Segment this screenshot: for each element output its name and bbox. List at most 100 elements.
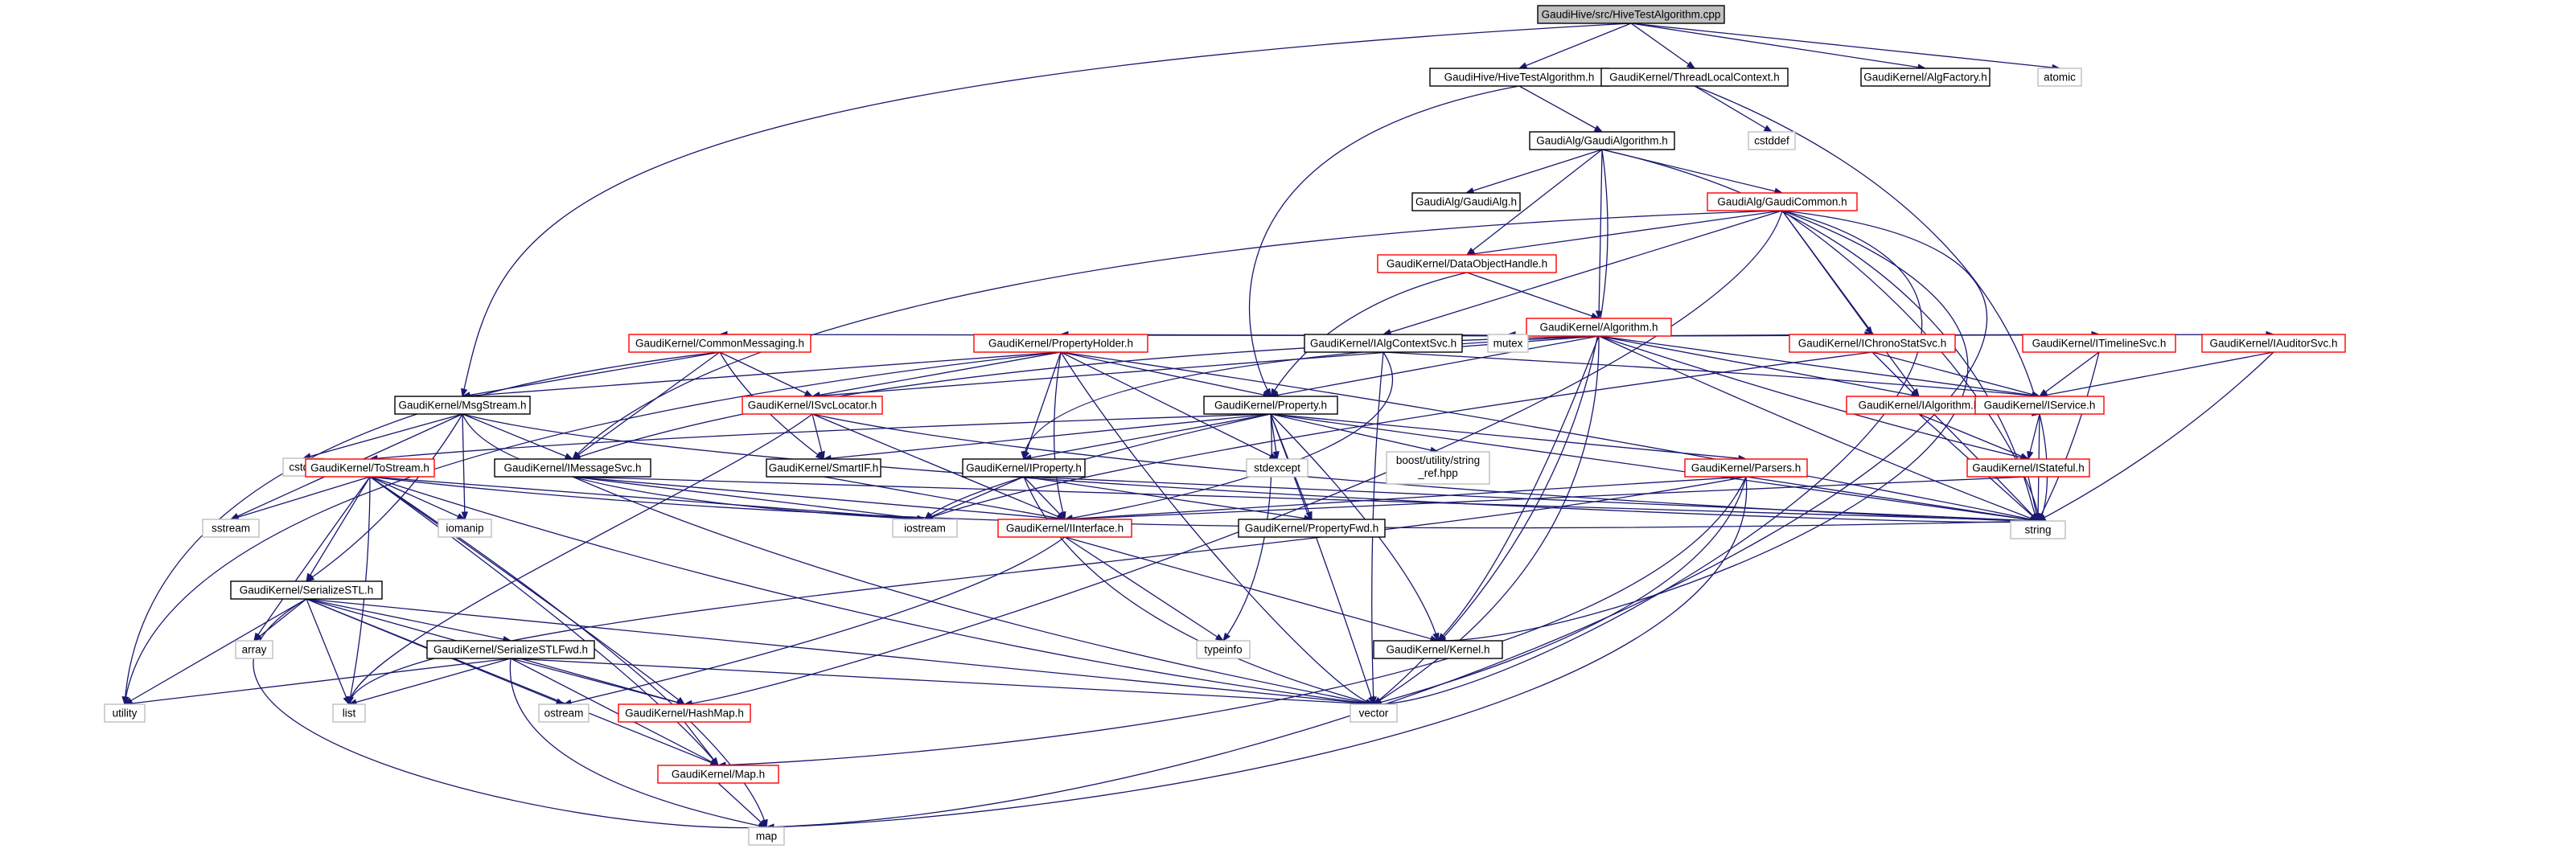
- node-label: GaudiKernel/ISvcLocator.h: [748, 400, 877, 412]
- node-label: GaudiKernel/IAlgorithm.h: [1859, 400, 1980, 412]
- node-iinterface[interactable]: GaudiKernel/IInterface.h: [997, 519, 1132, 538]
- include-edge-property-stdexcept: [1270, 413, 1280, 461]
- include-edge-hashmap-gkmap: [684, 721, 719, 767]
- include-edge-iauditor-iservice: [2038, 351, 2274, 399]
- node-gaudicommon[interactable]: GaudiAlg/GaudiCommon.h: [1707, 192, 1858, 211]
- node-iostream: iostream: [892, 519, 958, 538]
- node-box: [1203, 396, 1338, 415]
- include-edge-iproperty-iinterface: [1023, 476, 1066, 520]
- node-atomic: atomic: [2037, 68, 2082, 87]
- include-edge-serstlfwd-map: [509, 658, 768, 830]
- node-ialgorithm[interactable]: GaudiKernel/IAlgorithm.h: [1846, 396, 1992, 415]
- node-box: [657, 765, 779, 784]
- node-box: [438, 519, 492, 538]
- node-tostream[interactable]: GaudiKernel/ToStream.h: [305, 458, 435, 478]
- include-edge-property-typeinfo: [1222, 413, 1272, 642]
- node-itimeline[interactable]: GaudiKernel/ITimelineSvc.h: [2022, 334, 2176, 353]
- node-box: [1487, 334, 1529, 353]
- include-edge-parsers-gkmap: [717, 476, 1747, 769]
- node-ialgctx[interactable]: GaudiKernel/IAlgContextSvc.h: [1304, 334, 1463, 353]
- node-box: [202, 519, 260, 538]
- include-edge-tostream-sstream: [229, 476, 371, 521]
- node-label: iomanip: [446, 523, 483, 535]
- node-box: [1974, 396, 2105, 415]
- node-box: [332, 703, 366, 723]
- node-iproperty[interactable]: GaudiKernel/IProperty.h: [962, 458, 1086, 478]
- include-edge-tlc-string: [1694, 85, 2048, 522]
- node-property[interactable]: GaudiKernel/Property.h: [1203, 396, 1338, 415]
- include-edge-algorithm-kernel: [1437, 335, 1600, 642]
- node-box: [1386, 451, 1490, 485]
- node-parsers[interactable]: GaudiKernel/Parsers.h: [1684, 458, 1808, 478]
- node-label: GaudiKernel/IAlgContextSvc.h: [1310, 338, 1456, 350]
- node-label: typeinfo: [1204, 644, 1242, 656]
- node-label: GaudiKernel/ThreadLocalContext.h: [1609, 72, 1780, 84]
- node-box: [1246, 458, 1309, 478]
- include-edge-iproperty-iostream: [923, 476, 1025, 520]
- node-label: stdexcept: [1254, 462, 1300, 474]
- nodes-layer: GaudiHive/src/HiveTestAlgorithm.cppGaudi…: [104, 5, 2346, 846]
- node-commsg[interactable]: GaudiKernel/CommonMessaging.h: [628, 334, 811, 353]
- node-algorithm[interactable]: GaudiKernel/Algorithm.h: [1526, 318, 1672, 337]
- node-msgstream[interactable]: GaudiKernel/MsgStream.h: [394, 396, 531, 415]
- include-edge-tlc-cstddef: [1694, 85, 1773, 133]
- node-box: [2022, 334, 2176, 353]
- node-gaudialgo[interactable]: GaudiAlg/GaudiAlgorithm.h: [1529, 131, 1675, 150]
- node-box: [1350, 703, 1398, 723]
- node-label: list: [343, 707, 356, 720]
- node-imsgsvc[interactable]: GaudiKernel/IMessageSvc.h: [494, 458, 651, 478]
- node-box: [962, 458, 1086, 478]
- node-string: string: [2010, 520, 2066, 539]
- node-label: GaudiKernel/Algorithm.h: [1539, 322, 1658, 334]
- node-propfwd[interactable]: GaudiKernel/PropertyFwd.h: [1238, 519, 1386, 538]
- node-ichrono[interactable]: GaudiKernel/IChronoStatSvc.h: [1789, 334, 1956, 353]
- node-sstream: sstream: [202, 519, 260, 538]
- node-algfac[interactable]: GaudiKernel/AlgFactory.h: [1860, 68, 1991, 87]
- node-kernel[interactable]: GaudiKernel/Kernel.h: [1373, 640, 1503, 659]
- node-propholder[interactable]: GaudiKernel/PropertyHolder.h: [973, 334, 1148, 353]
- node-label: GaudiKernel/MsgStream.h: [398, 400, 526, 412]
- include-edge-serstl-list: [306, 598, 350, 706]
- node-label: GaudiKernel/IStateful.h: [1972, 462, 2085, 474]
- node-box: [997, 519, 1132, 538]
- include-edge-serstl-utility: [123, 598, 307, 705]
- node-label: ostream: [544, 707, 584, 720]
- node-serstlfwd[interactable]: GaudiKernel/SerializeSTLFwd.h: [426, 640, 595, 659]
- node-serstl[interactable]: GaudiKernel/SerializeSTL.h: [230, 580, 383, 600]
- node-box: [1684, 458, 1808, 478]
- node-label: atomic: [2044, 72, 2076, 84]
- include-edge-msgstream-cstdio: [302, 413, 463, 460]
- node-iservice[interactable]: GaudiKernel/IService.h: [1974, 396, 2105, 415]
- node-root[interactable]: GaudiHive/src/HiveTestAlgorithm.cpp: [1537, 5, 1725, 24]
- node-dataobj[interactable]: GaudiKernel/DataObjectHandle.h: [1377, 254, 1557, 273]
- node-tlc[interactable]: GaudiKernel/ThreadLocalContext.h: [1600, 68, 1789, 87]
- include-edge-msgstream-serstl: [305, 413, 463, 582]
- node-box: [892, 519, 958, 538]
- node-box: [1600, 68, 1789, 87]
- node-hashmap[interactable]: GaudiKernel/HashMap.h: [618, 703, 751, 723]
- include-edge-gaudicommon-hashmap: [683, 210, 1783, 707]
- node-iauditor[interactable]: GaudiKernel/IAuditorSvc.h: [2201, 334, 2346, 353]
- node-label: GaudiKernel/IProperty.h: [966, 462, 1082, 474]
- node-label: GaudiKernel/Map.h: [672, 769, 765, 781]
- node-smartif[interactable]: GaudiKernel/SmartIF.h: [766, 458, 881, 478]
- node-hta_h[interactable]: GaudiHive/HiveTestAlgorithm.h: [1429, 68, 1609, 87]
- node-gaudialg[interactable]: GaudiAlg/GaudiAlg.h: [1411, 192, 1521, 211]
- node-map: map: [748, 826, 785, 846]
- node-cstddef: cstddef: [1748, 131, 1796, 150]
- node-label: mutex: [1493, 338, 1523, 350]
- include-edge-serstlfwd-utility: [123, 658, 512, 707]
- node-box: [394, 396, 531, 415]
- node-label: GaudiKernel/Property.h: [1214, 400, 1327, 412]
- node-isvcloc[interactable]: GaudiKernel/ISvcLocator.h: [742, 396, 883, 415]
- node-box: [1238, 519, 1386, 538]
- node-box: [538, 703, 590, 723]
- include-edge-gaudicommon-ialgorithm: [1781, 210, 1920, 398]
- include-edge-root-algfac: [1630, 23, 1927, 71]
- include-edge-serstl-serstlfwd: [306, 598, 512, 643]
- node-label: array: [242, 644, 267, 656]
- node-istateful[interactable]: GaudiKernel/IStateful.h: [1966, 458, 2090, 478]
- include-edge-gkmap-map: [717, 782, 768, 828]
- node-gkmap[interactable]: GaudiKernel/Map.h: [657, 765, 779, 784]
- node-label: GaudiAlg/GaudiAlg.h: [1415, 196, 1517, 208]
